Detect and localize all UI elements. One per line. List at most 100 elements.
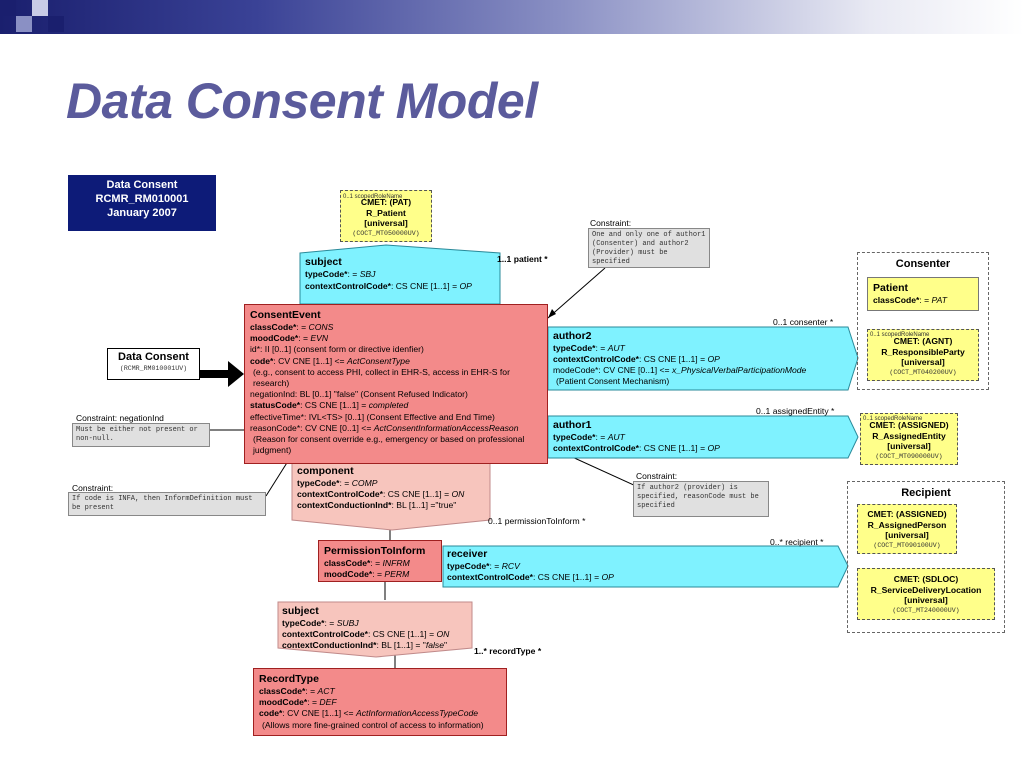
- attr-negation: negationInd: BL [0..1] "false" (Consent …: [250, 389, 468, 400]
- cmet-assigned-person: CMET: (ASSIGNED) R_AssignedPerson [unive…: [857, 504, 957, 554]
- attr-code-desc: (e.g., consent to access PHI, collect in…: [253, 366, 510, 389]
- attr-value: SUBJ: [336, 618, 359, 628]
- arrowhead: [548, 309, 556, 318]
- attr-name: code*: [250, 355, 274, 366]
- attr-value: AUT: [607, 432, 625, 442]
- permission-name: PermissionToInform: [324, 545, 426, 557]
- attr-value: DEF: [319, 697, 337, 708]
- patient-association-label: 1..1 patient *: [497, 254, 548, 264]
- attr-value: ON: [436, 629, 450, 640]
- attr-name: contextControlCode*: [305, 280, 391, 291]
- deco-square: [48, 16, 64, 32]
- attr-reason-desc: (Reason for consent override e.g., emerg…: [253, 434, 525, 456]
- attr-op: : =: [307, 697, 320, 708]
- attr-name: classCode*: [250, 322, 297, 332]
- constraint-code-label: Constraint:: [72, 483, 114, 493]
- entry-arrow: [200, 361, 244, 387]
- attr-op: : CS CNE [1..1] =: [532, 572, 602, 582]
- attr-name: contextControlCode*: [282, 629, 368, 640]
- attr-id: id*: II [0..1] (consent form or directiv…: [250, 344, 424, 355]
- attr-name: contextControlCode*: [553, 443, 639, 453]
- subject-top-shape: [299, 244, 501, 305]
- cmet-small-label: 0..1 scopedRoleName: [343, 194, 403, 200]
- subject-bottom-name: subject: [282, 605, 319, 617]
- attr-value: OP: [707, 443, 720, 453]
- attr-value: SBJ: [359, 269, 376, 279]
- attr-name: moodCode*: [324, 569, 373, 580]
- attr-name: statusCode*: [250, 400, 301, 411]
- consenter-title: Consenter: [895, 258, 951, 270]
- cmet-scope: [universal]: [364, 218, 408, 228]
- cmet-head: CMET: (ASSIGNED): [867, 509, 947, 519]
- cmet-scope: [universal]: [901, 357, 945, 367]
- attr-op: : =: [305, 686, 318, 696]
- attr-name: classCode*: [873, 295, 920, 305]
- attr-effective: effectiveTime*: IVL<TS> [0..1] (Consent …: [250, 411, 495, 422]
- cmet-head: CMET: (PAT): [360, 197, 412, 207]
- recipient-title: Recipient: [901, 487, 951, 499]
- subject-top: subject typeCode*: = SBJ contextControlC…: [305, 256, 472, 292]
- attr-op: : =: [339, 478, 352, 488]
- assigned-entity-association-label: 0..1 assignedEntity *: [756, 406, 835, 416]
- constraint-negation-label: Constraint: negationInd: [76, 413, 164, 423]
- attr-name: moodCode*: [259, 697, 308, 708]
- attr-value: ON: [451, 489, 465, 500]
- cmet-name: R_AssignedEntity: [872, 430, 946, 441]
- cmet-name: R_Patient: [366, 207, 406, 218]
- attr-name: contextConductionInd*: [297, 500, 392, 511]
- permission-association-label: 0..1 permissionToInform *: [488, 516, 586, 526]
- attr-value: OP: [459, 280, 472, 291]
- attr-name: typeCode*: [282, 618, 325, 628]
- receiver-name: receiver: [447, 548, 488, 560]
- cmet-scope: [universal]: [904, 595, 948, 605]
- attr-value: OP: [707, 354, 720, 364]
- attr-desc: (Allows more fine-grained control of acc…: [262, 719, 484, 730]
- entry-name: Data Consent: [118, 351, 189, 363]
- constraint-top-label: Constraint:: [590, 218, 632, 228]
- attr-name: typeCode*: [553, 343, 596, 353]
- attr-op: : CS CNE [1..1] =: [638, 354, 708, 364]
- constraint-author2-label: Constraint:: [636, 471, 678, 481]
- deco-square: [16, 16, 32, 32]
- header-gradient-bar: [0, 0, 1024, 34]
- attr-value: x_PhysicalVerbalParticipationMode: [671, 365, 807, 375]
- attr-value: OP: [601, 572, 614, 582]
- attr-value: RCV: [501, 561, 520, 571]
- cmet-patient: 0..1 scopedRoleName CMET: (PAT) R_Patien…: [340, 190, 432, 242]
- attr-value: ActConsentType: [346, 355, 410, 366]
- attr-value: COMP: [351, 478, 378, 488]
- cmet-head: CMET: (ASSIGNED): [869, 420, 949, 430]
- attr-name: typeCode*: [447, 561, 490, 571]
- attr-value: ActConsentInformationAccessReason: [373, 422, 519, 433]
- attr-name: typeCode*: [305, 269, 348, 279]
- permission-to-inform-class: PermissionToInform classCode*: = INFRM m…: [318, 540, 442, 582]
- receiver-participation: receiver typeCode*: = RCV contextControl…: [447, 548, 614, 583]
- attr-op: : CS CNE [1..1] =: [382, 489, 452, 500]
- attr-op: : =: [919, 295, 932, 305]
- constraint-code-note: If code is INFA, then InformDefinition m…: [68, 492, 266, 516]
- constraint-author2-note: If author2 (provider) is specified, reas…: [633, 481, 769, 517]
- component-relationship: component typeCode*: = COMP contextContr…: [297, 465, 464, 512]
- cmet-scope: [universal]: [887, 441, 931, 451]
- cmet-service-delivery-location: CMET: (SDLOC) R_ServiceDeliveryLocation …: [857, 568, 995, 620]
- author2-participation: author2 typeCode*: = AUT contextControlC…: [553, 330, 806, 387]
- cmet-small-label: 0..1 scopedRoleName: [870, 332, 930, 338]
- subject-bottom: subject typeCode*: = SUBJ contextControl…: [282, 605, 449, 652]
- author1-shape: [547, 415, 859, 459]
- attr-name: contextConductionInd*: [282, 640, 377, 651]
- patient-name: Patient: [873, 282, 909, 294]
- attr-value: ActInformationAccessTypeCode: [355, 708, 479, 719]
- consent-event-class: ConsentEvent classCode*: = CONS moodCode…: [244, 304, 548, 464]
- attr-op: : =: [298, 333, 311, 344]
- deco-square: [32, 0, 48, 16]
- attr-value: EVN: [310, 333, 329, 344]
- cmet-code: (COCT_MT090000UV): [875, 452, 943, 460]
- cmet-code: (COCT_MT090100UV): [873, 541, 941, 549]
- attr-value: AUT: [607, 343, 625, 353]
- author2-name: author2: [553, 330, 592, 342]
- attr-op: : CV CNE [1..1] <=: [273, 355, 347, 366]
- cmet-name: R_AssignedPerson: [867, 519, 947, 530]
- subject-bottom-shape: [277, 601, 473, 658]
- data-consent-entry-point: Data Consent (RCMR_RM010001UV): [107, 348, 200, 380]
